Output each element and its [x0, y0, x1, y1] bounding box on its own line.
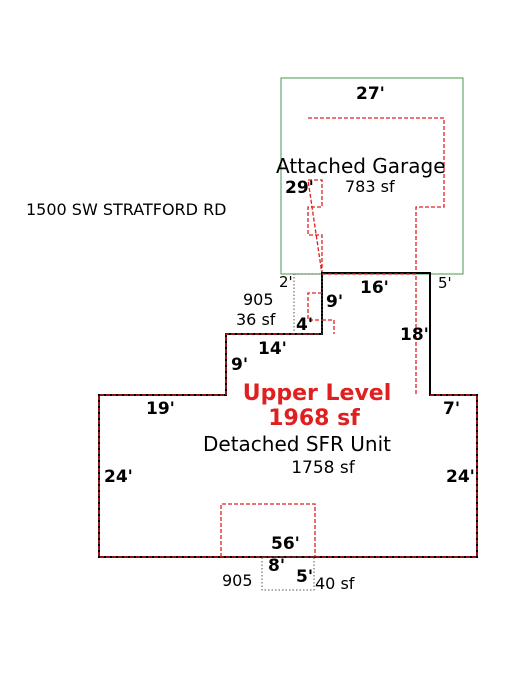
- area-905-upper-code: 905: [243, 290, 274, 309]
- bottom-bump-red-dashed: [220, 503, 316, 557]
- address-label: 1500 SW STRATFORD RD: [26, 200, 227, 219]
- dim-top: 16': [360, 278, 389, 298]
- dim-left-lower: 24': [104, 467, 133, 487]
- garage-width-dim: 27': [356, 84, 385, 104]
- main-unit-name: Detached SFR Unit: [203, 432, 391, 456]
- garage-depth-dim: 29': [285, 178, 314, 198]
- dim-right-step: 7': [443, 399, 460, 419]
- area-905-lower-width: 8': [268, 556, 285, 576]
- notch-red-dashed-outline: [307, 292, 335, 334]
- dim-bottom: 56': [271, 534, 300, 554]
- dim-right-lower: 24': [446, 467, 475, 487]
- area-905-lower-dotted: [261, 556, 315, 591]
- dim-right-upper: 18': [400, 325, 429, 345]
- dim-left-mid: 9': [231, 355, 248, 375]
- upper-level-name: Upper Level: [243, 381, 392, 406]
- dim-left-upper: 14': [258, 339, 287, 359]
- area-905-upper-area: 36 sf: [236, 310, 276, 329]
- garage-red-dashed-outline: [307, 117, 445, 275]
- area-905-upper-dotted: [293, 273, 323, 335]
- dim-inner-4: 4': [296, 315, 313, 335]
- garage-name: Attached Garage: [276, 154, 446, 178]
- upper-level-red-dashed-outline: [98, 273, 478, 558]
- area-905-lower-area: 40 sf: [315, 574, 355, 593]
- area-905-lower-depth: 5': [296, 567, 313, 587]
- main-unit-area: 1758 sf: [291, 458, 356, 478]
- dim-inner-9: 9': [326, 292, 343, 312]
- upper-level-area: 1968 sf: [268, 406, 360, 431]
- area-905-lower-code: 905: [222, 571, 253, 590]
- garage-area: 783 sf: [345, 177, 395, 196]
- area-905-upper-dim: 2': [279, 273, 293, 291]
- dim-left-step: 19': [146, 399, 175, 419]
- dim-right-notch: 5': [438, 274, 452, 292]
